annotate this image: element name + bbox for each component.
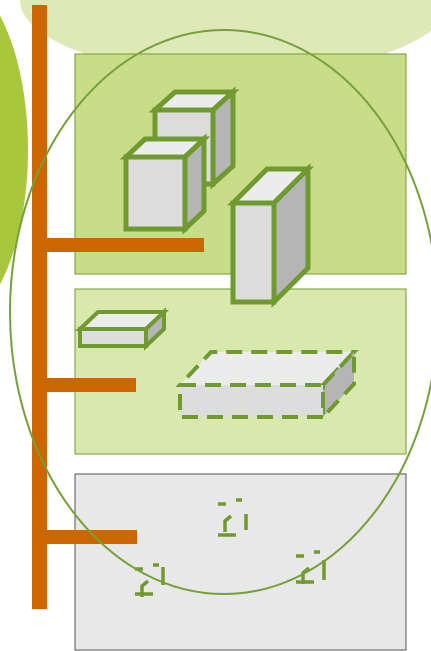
timeline-branch-bottom — [47, 530, 137, 544]
timeline-vertical-bar — [32, 5, 47, 609]
flat-box-icon — [80, 312, 164, 346]
cube-icon-tall — [233, 169, 308, 302]
dashed-cube-icon — [180, 352, 354, 417]
timeline-branch-top — [47, 238, 204, 252]
timeline-branch-middle — [47, 378, 136, 392]
left-leaf-shape — [0, 0, 28, 325]
cube-icon-front — [126, 139, 204, 229]
